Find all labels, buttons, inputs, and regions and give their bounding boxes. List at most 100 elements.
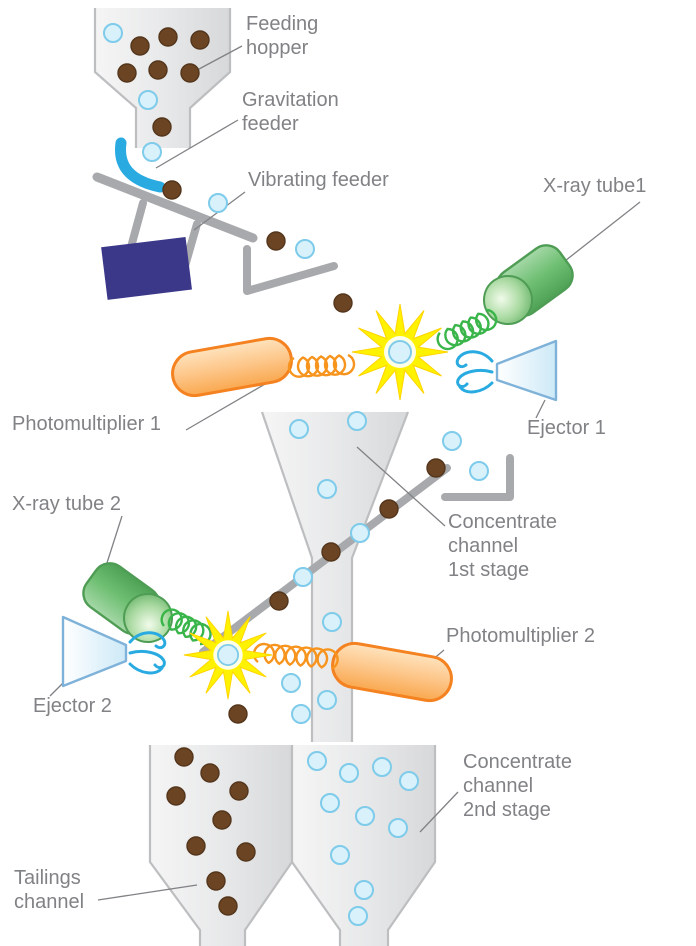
ore-particle xyxy=(130,36,150,56)
label-tailings-channel: Tailings channel xyxy=(14,867,85,913)
label-feeding-hopper: Feeding hopper xyxy=(246,13,319,59)
ore-particle xyxy=(321,542,341,562)
ore-particle xyxy=(218,896,238,916)
leader-concentrate-2nd xyxy=(419,791,459,833)
ore-particles xyxy=(117,27,446,916)
leader-xray-tube-2 xyxy=(105,515,123,567)
label-ejector-2: Ejector 2 xyxy=(33,695,112,717)
light-particle xyxy=(103,23,123,43)
hopper-wall xyxy=(290,745,342,946)
tailings-channel xyxy=(148,745,294,946)
light-particle xyxy=(339,763,359,783)
ore-particle xyxy=(379,499,399,519)
vibrating-feeder-leg xyxy=(127,199,147,251)
gravitation-feeder-chute xyxy=(115,137,166,193)
ore-particle xyxy=(174,747,194,767)
leader-xray-tube-1 xyxy=(555,201,641,269)
light-particle xyxy=(317,479,337,499)
light-particle xyxy=(295,239,315,259)
ore-particle xyxy=(206,871,226,891)
label-xray-tube-2: X-ray tube 2 xyxy=(12,493,121,515)
xray-flash-1 xyxy=(351,303,449,401)
light-particle xyxy=(293,567,313,587)
label-concentrate-1st-stage: Concentrate channel 1st stage xyxy=(448,511,557,581)
vibrating-feeder-base xyxy=(101,236,192,300)
ore-particle xyxy=(162,180,182,200)
ore-particle xyxy=(228,704,248,724)
label-gravitation-feeder: Gravitation feeder xyxy=(242,89,339,135)
photomultiplier-1 xyxy=(171,336,293,398)
vibrating-feeder xyxy=(92,172,258,300)
light-particle xyxy=(281,673,301,693)
fluorescence-signal-2 xyxy=(252,642,339,670)
light-particle xyxy=(469,461,489,481)
light-particles xyxy=(103,23,489,926)
light-particle xyxy=(289,419,309,439)
ore-particle xyxy=(229,781,249,801)
light-particle xyxy=(322,612,342,632)
ore-particle xyxy=(266,231,286,251)
xray-beam-1 xyxy=(436,308,498,351)
light-particle xyxy=(355,806,375,826)
leader-tailings-channel xyxy=(97,884,198,901)
label-concentrate-2nd-stage: Concentrate channel 2nd stage xyxy=(463,751,572,821)
air-jet-1-icon xyxy=(455,350,494,394)
light-particle xyxy=(138,90,158,110)
air-jet-2-icon xyxy=(128,631,167,675)
label-photomultiplier-2: Photomultiplier 2 xyxy=(446,625,595,647)
light-particle xyxy=(330,845,350,865)
ore-particle xyxy=(190,30,210,50)
light-particle xyxy=(320,793,340,813)
ore-particle xyxy=(212,810,232,830)
ore-particle xyxy=(236,842,256,862)
hopper-wall xyxy=(386,745,437,946)
hopper-wall xyxy=(188,8,232,148)
hopper-body xyxy=(150,745,292,946)
light-particle xyxy=(354,880,374,900)
discharge-chute-2 xyxy=(441,454,514,501)
ore-particle xyxy=(333,293,353,313)
light-particle xyxy=(347,411,367,431)
vibrating-feeder-tray xyxy=(92,172,258,243)
ore-particle xyxy=(117,63,137,83)
photomultiplier-2 xyxy=(331,641,453,703)
ore-particle xyxy=(152,117,172,137)
light-particle xyxy=(350,523,370,543)
light-particle xyxy=(307,751,327,771)
hopper-wall xyxy=(93,8,138,148)
label-vibrating-feeder: Vibrating feeder xyxy=(248,169,389,191)
leader-ejector-1 xyxy=(535,399,546,419)
light-particle xyxy=(372,757,392,777)
xray-tube-2 xyxy=(82,562,173,643)
hopper-wall xyxy=(148,745,202,946)
ejector-1 xyxy=(495,339,558,402)
ore-particle xyxy=(426,458,446,478)
light-particle xyxy=(399,771,419,791)
xray-tube-1 xyxy=(483,244,574,325)
leader-gravitation-feeder xyxy=(155,119,239,169)
leader-concentrate-1st xyxy=(356,446,446,527)
label-photomultiplier-1: Photomultiplier 1 xyxy=(12,413,161,435)
leader-photomultiplier-1 xyxy=(185,379,273,431)
scanned-particle xyxy=(216,643,240,667)
transfer-deflector xyxy=(199,464,451,656)
ore-particle xyxy=(269,591,289,611)
channel-wall xyxy=(260,411,314,742)
ore-particle xyxy=(166,786,186,806)
ejector-2 xyxy=(61,615,128,688)
light-particle xyxy=(348,906,368,926)
ore-particle xyxy=(200,763,220,783)
light-particle xyxy=(442,431,462,451)
light-particle xyxy=(317,690,337,710)
ore-particle xyxy=(148,60,168,80)
discharge-chute-1 xyxy=(243,245,338,295)
label-ejector-1: Ejector 1 xyxy=(527,417,606,439)
ore-particle xyxy=(180,63,200,83)
light-particle xyxy=(388,818,408,838)
light-particle xyxy=(208,193,228,213)
light-particle xyxy=(291,704,311,724)
scanned-particle xyxy=(388,340,412,364)
label-xray-tube-1: X-ray tube1 xyxy=(543,175,647,197)
